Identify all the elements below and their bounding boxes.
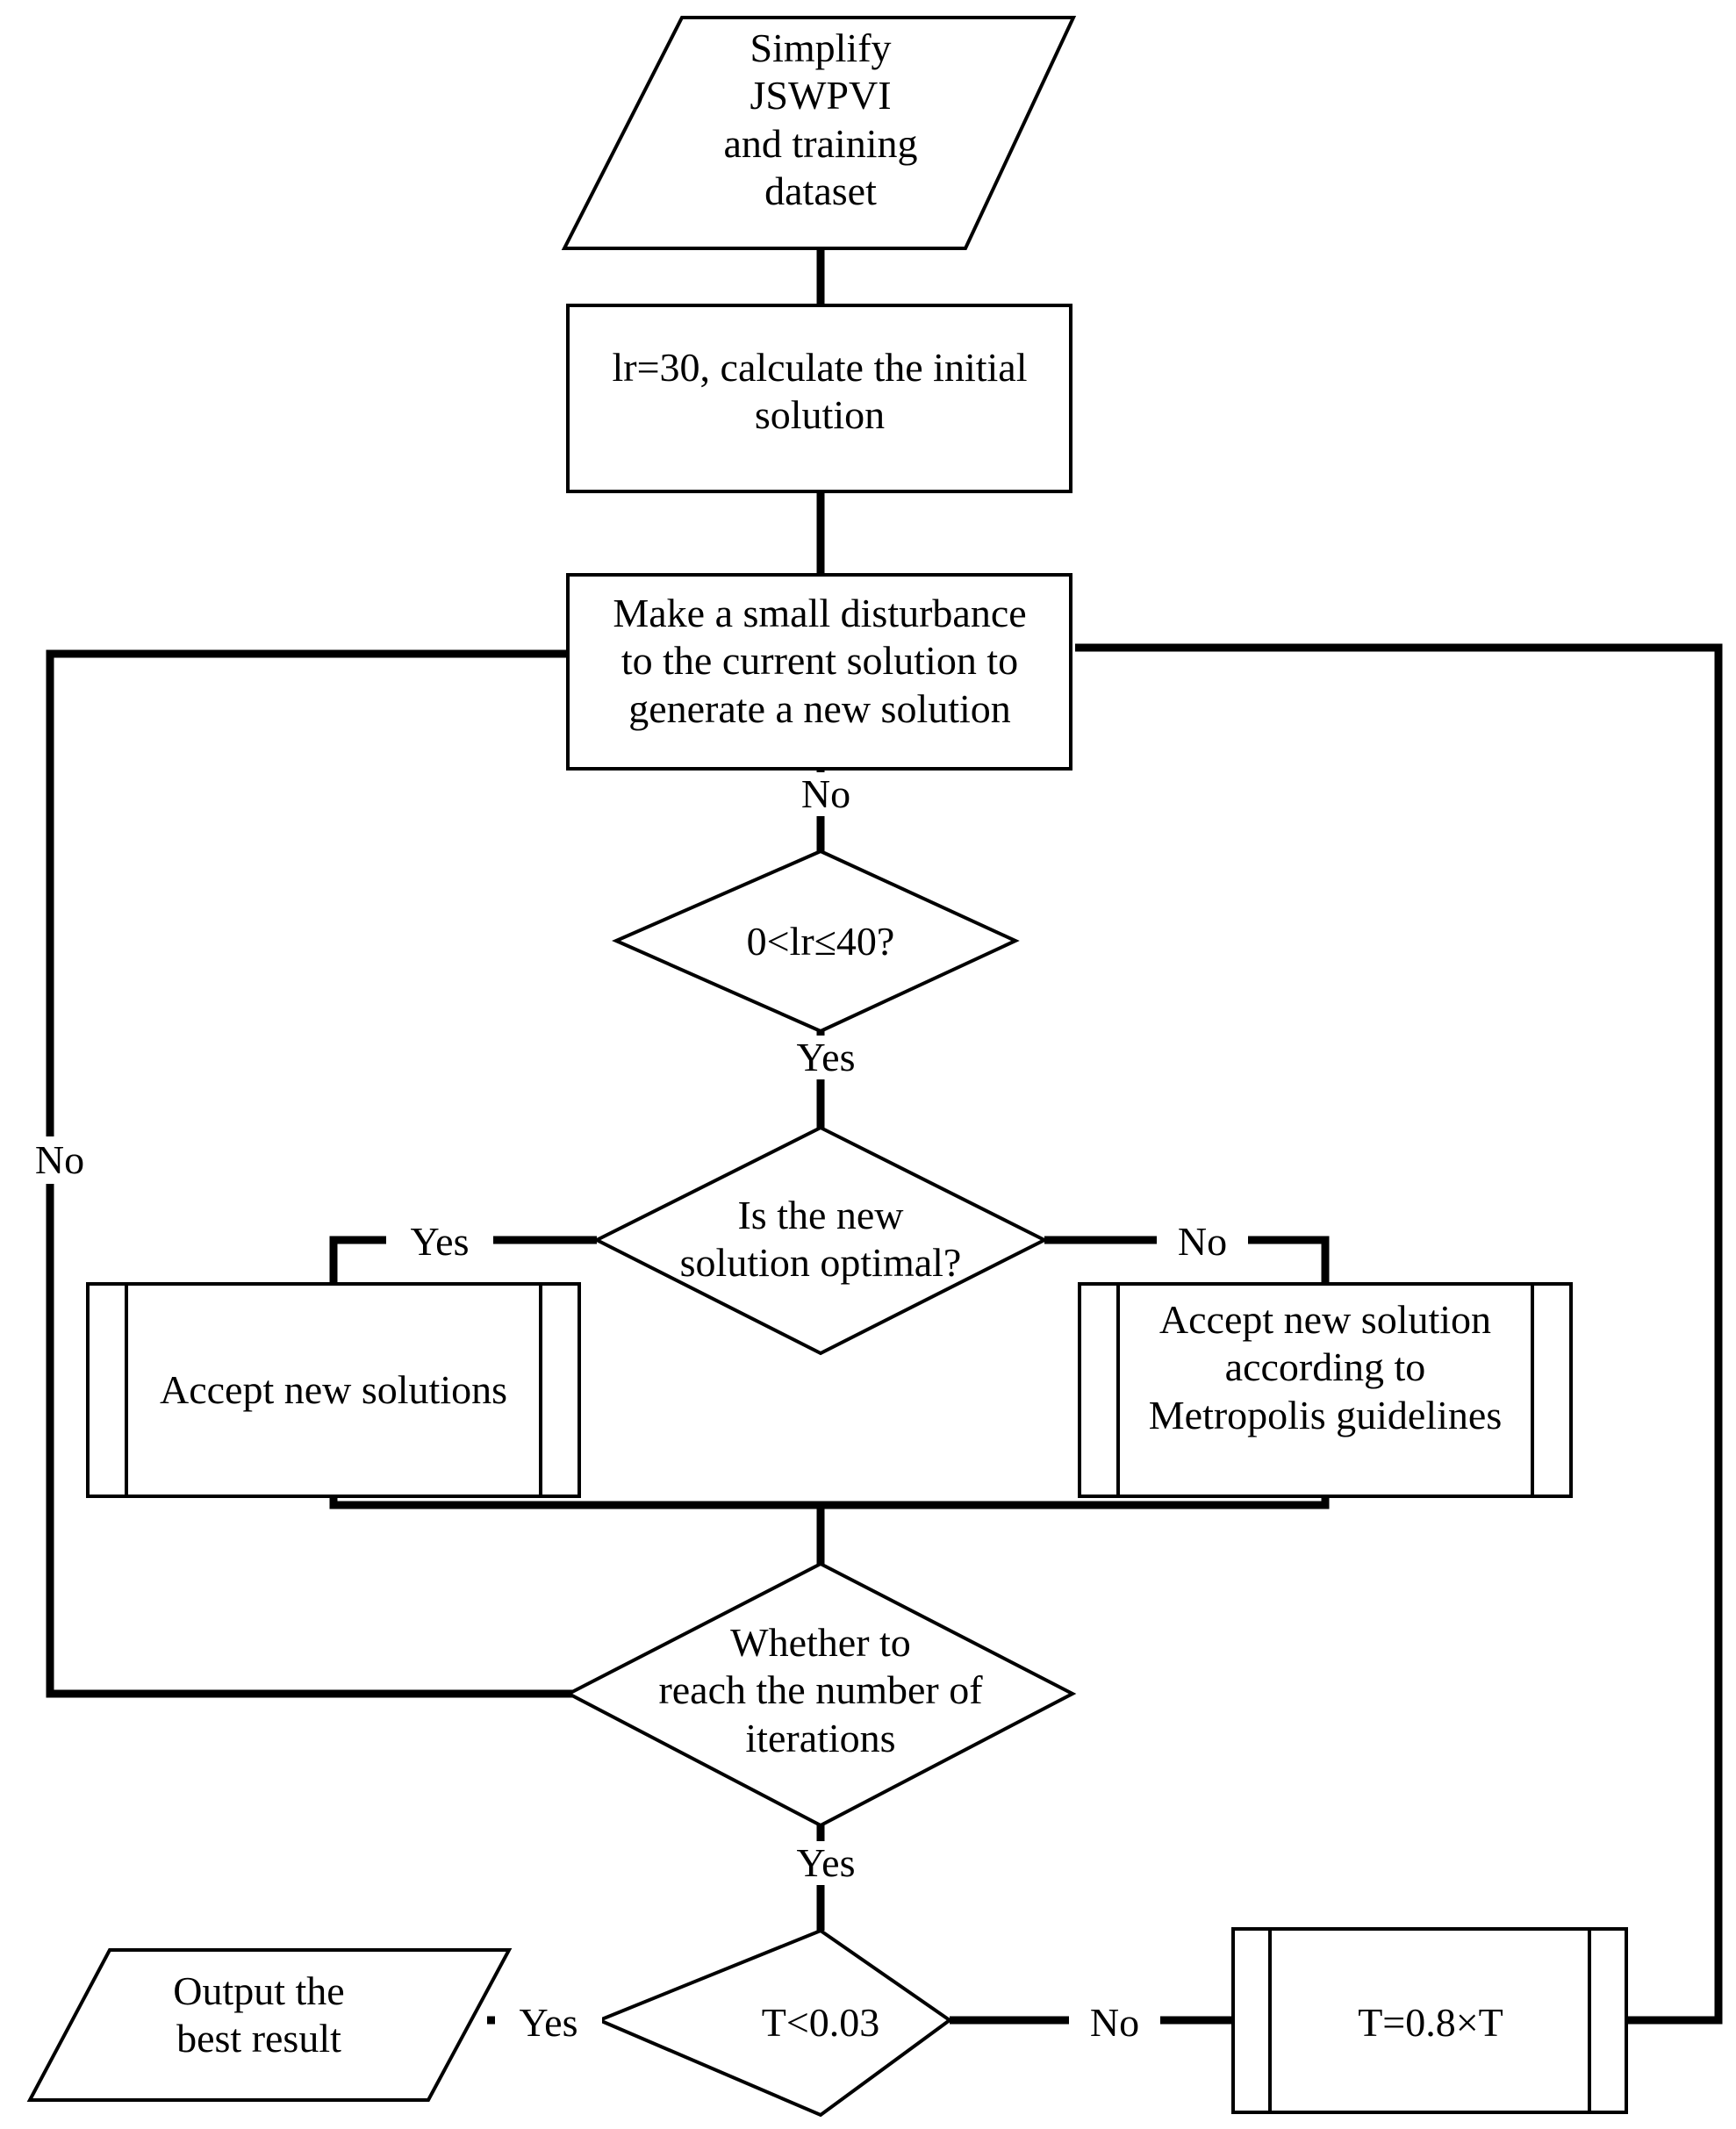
edge-label-iterations-no: No	[14, 1136, 105, 1184]
edge-label-temp-yes: Yes	[495, 1999, 602, 2047]
edge-label-iterations-yes: Yes	[772, 1841, 879, 1885]
edge-optimal-yes-to-accept	[329, 1236, 597, 1284]
node-start-input-shape[interactable]	[561, 16, 1077, 250]
edge-accept-to-merge	[329, 1496, 821, 1509]
edge-iterations-no-loop	[46, 649, 597, 1698]
node-accept-metropolis-shape[interactable]	[1078, 1282, 1573, 1498]
node-temp-check-shape[interactable]	[594, 1928, 953, 2118]
edge-metropolis-to-merge	[821, 1496, 1330, 1509]
edge-label-disturb-no: No	[777, 772, 875, 816]
node-output-shape[interactable]	[26, 1948, 513, 2102]
node-disturb-shape[interactable]	[566, 573, 1072, 771]
edge-label-optimal-no: No	[1157, 1218, 1248, 1265]
node-accept-new-shape[interactable]	[86, 1282, 581, 1498]
edge-label-temp-no: No	[1069, 1999, 1160, 2047]
node-init-shape[interactable]	[566, 304, 1072, 493]
node-cool-shape[interactable]	[1231, 1927, 1628, 2114]
edge-label-range-yes: Yes	[772, 1036, 879, 1079]
node-iterations-check-shape[interactable]	[564, 1561, 1077, 1828]
node-optimal-check-shape[interactable]	[592, 1125, 1049, 1356]
node-range-check-shape[interactable]	[612, 849, 1020, 1034]
edge-optimal-no-to-metropolis	[1044, 1236, 1330, 1284]
edge-cool-loop-to-disturb	[1075, 643, 1723, 2025]
edge-label-optimal-yes: Yes	[386, 1218, 493, 1265]
